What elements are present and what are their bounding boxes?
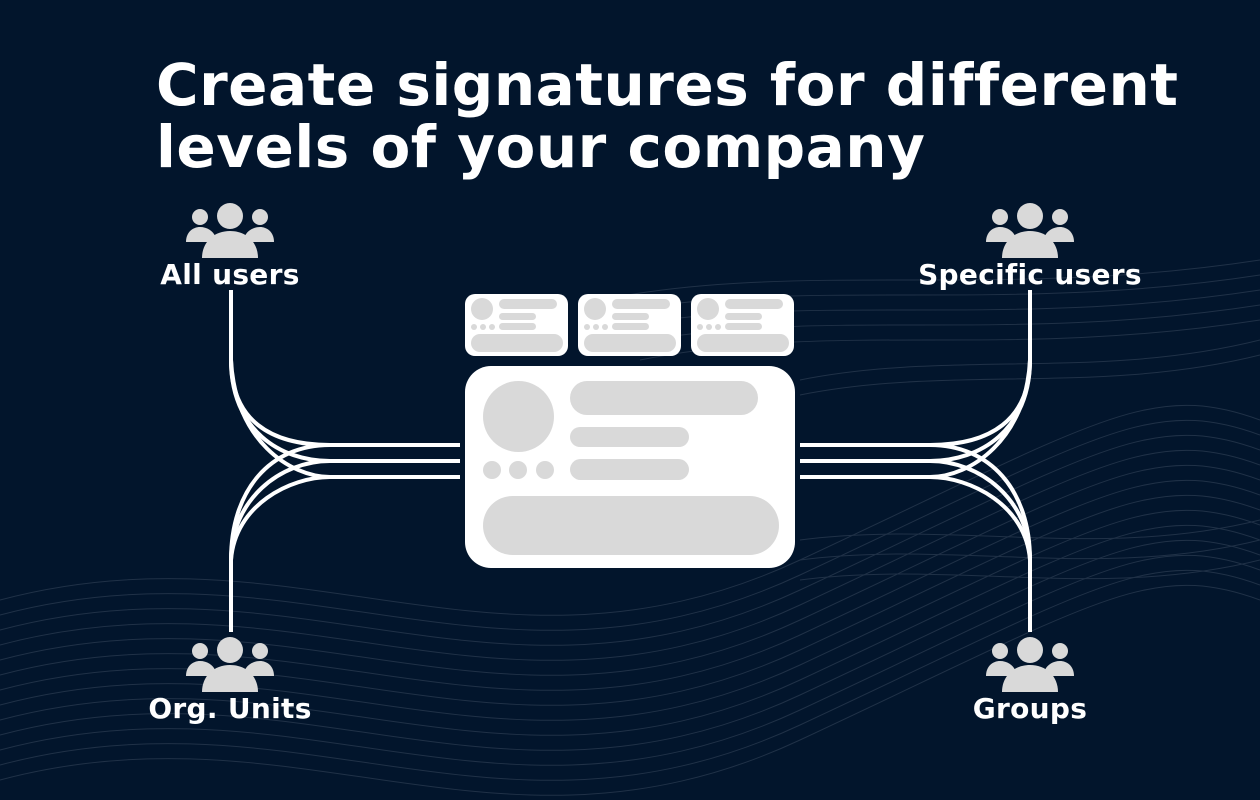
text-placeholder (725, 299, 783, 309)
title-line-2: levels of your company (156, 113, 926, 181)
text-placeholder (499, 323, 536, 330)
text-placeholder (612, 313, 649, 320)
avatar-placeholder (697, 298, 719, 320)
dot-placeholder (706, 324, 712, 330)
dot-placeholder (697, 324, 703, 330)
dot-placeholder (489, 324, 495, 330)
main-signature-card (465, 366, 795, 568)
node-label-all-users: All users (160, 258, 300, 291)
users-group-icon (186, 637, 274, 692)
mini-signature-card-3 (691, 294, 794, 356)
users-group-icon (986, 203, 1074, 258)
dot-placeholder (715, 324, 721, 330)
text-placeholder (612, 299, 670, 309)
avatar-placeholder (471, 298, 493, 320)
text-placeholder (499, 313, 536, 320)
banner-placeholder (697, 334, 789, 352)
dot-placeholder (471, 324, 477, 330)
dot-placeholder (593, 324, 599, 330)
node-label-org-units: Org. Units (148, 692, 312, 725)
dot-placeholder (602, 324, 608, 330)
page-title: Create signatures for different levels o… (156, 54, 1178, 178)
node-label-specific-users: Specific users (918, 258, 1142, 291)
banner-placeholder (584, 334, 676, 352)
node-label-groups: Groups (972, 692, 1088, 725)
social-dot-placeholder (509, 461, 527, 479)
social-dot-placeholder (483, 461, 501, 479)
dot-placeholder (480, 324, 486, 330)
mini-signature-card-1 (465, 294, 568, 356)
text-placeholder (612, 323, 649, 330)
text-placeholder (725, 313, 762, 320)
node-groups: Groups (950, 634, 1110, 725)
users-group-icon (986, 637, 1074, 692)
users-group-icon (186, 203, 274, 258)
text-placeholder (570, 427, 689, 447)
banner-placeholder (471, 334, 563, 352)
banner-placeholder (483, 496, 779, 555)
avatar-placeholder (584, 298, 606, 320)
avatar-placeholder (483, 381, 554, 452)
mini-signature-card-2 (578, 294, 681, 356)
title-line-1: Create signatures for different (156, 51, 1179, 119)
text-placeholder (499, 299, 557, 309)
name-placeholder (570, 381, 758, 415)
text-placeholder (725, 323, 762, 330)
social-dot-placeholder (536, 461, 554, 479)
node-specific-users: Specific users (910, 200, 1150, 291)
dot-placeholder (584, 324, 590, 330)
text-placeholder (570, 459, 689, 480)
node-org-units: Org. Units (140, 634, 320, 725)
node-all-users: All users (150, 200, 310, 291)
